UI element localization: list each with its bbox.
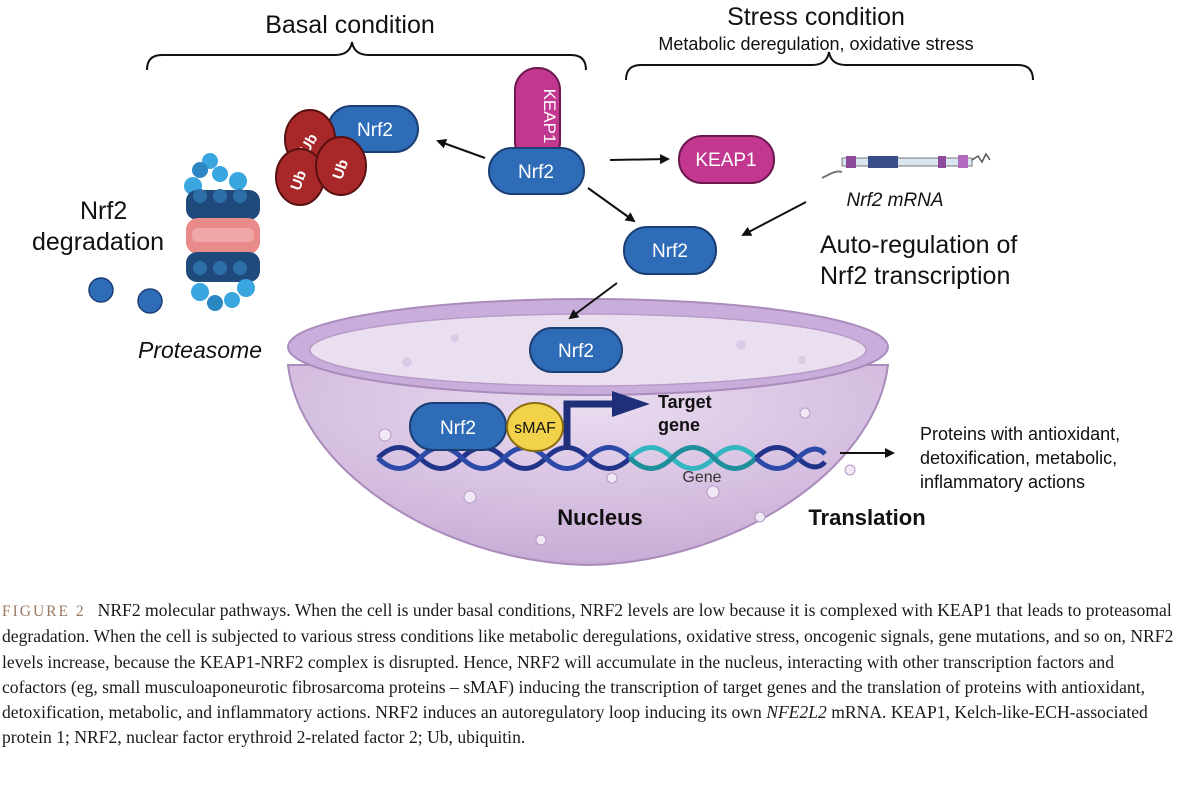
svg-text:Nrf2: Nrf2 [558, 341, 594, 362]
auto-regulation-label: Auto-regulation of Nrf2 transcription [820, 231, 1024, 290]
caption-text-b: mRNA. KEAP1, Kelch-like-ECH-associated p… [2, 702, 1148, 748]
arrow-to-ubiquitination [436, 139, 486, 159]
gene-label: Gene [682, 469, 721, 486]
stress-condition-title: Stress condition [727, 3, 905, 31]
proteins-output-label: Proteins with antioxidant, detoxificatio… [920, 424, 1125, 492]
degraded-peptide [137, 288, 163, 314]
translation-label: Translation [808, 505, 925, 530]
basal-bracket [146, 41, 587, 71]
svg-text:sMAF: sMAF [514, 420, 556, 437]
stress-condition-subtitle: Metabolic deregulation, oxidative stress [658, 34, 973, 54]
target-gene-segment [628, 445, 758, 471]
keap1-free: KEAP1 [678, 135, 775, 184]
arrow-to-keap1-release [609, 154, 670, 165]
nrf2-dna-bound: Nrf2 [409, 402, 507, 451]
nrf2-in-nucleus: Nrf2 [529, 327, 623, 373]
proteasome-label: Proteasome [138, 337, 262, 363]
caption-text-a: NRF2 molecular pathways. When the cell i… [2, 600, 1174, 723]
basal-condition-title: Basal condition [265, 11, 435, 39]
dna-helix [376, 445, 827, 471]
proteasome-icon [184, 153, 260, 311]
target-gene-label: Target gene [658, 392, 717, 435]
nrf2-mrna-label: Nrf2 mRNA [846, 190, 943, 211]
svg-text:KEAP1: KEAP1 [695, 150, 756, 171]
svg-text:Ub: Ub [287, 168, 310, 193]
nrf2-degradation-label: Nrf2 degradation [32, 197, 164, 256]
keap1-nrf2-complex: KEAP1 Nrf2 [488, 67, 585, 195]
svg-text:Ub: Ub [329, 157, 352, 182]
mrna-strand [821, 152, 991, 179]
stress-bracket [625, 51, 1034, 81]
arrow-to-nucleus [568, 282, 618, 320]
svg-text:KEAP1: KEAP1 [540, 89, 559, 144]
arrow-to-nrf2-free [587, 187, 636, 223]
nucleus-label: Nucleus [557, 505, 643, 530]
nrf2-pathway-diagram: Basal condition Stress condition Metabol… [32, 3, 1125, 567]
caption-gene-name: NFE2L2 [766, 702, 827, 723]
ubiquitin-tags: Ub Ub Ub [275, 109, 367, 206]
figure-label: FIGURE 2 [2, 603, 86, 620]
transcription-start-arrow [563, 400, 615, 450]
nrf2-free: Nrf2 [623, 226, 717, 275]
svg-text:Nrf2: Nrf2 [518, 162, 554, 183]
degraded-peptide [88, 277, 114, 303]
svg-text:Nrf2: Nrf2 [652, 241, 688, 262]
svg-text:Nrf2: Nrf2 [357, 120, 393, 141]
svg-text:Nrf2: Nrf2 [440, 418, 476, 439]
smaf-protein: sMAF [506, 402, 564, 452]
arrow-mrna-to-nrf2 [741, 201, 807, 236]
